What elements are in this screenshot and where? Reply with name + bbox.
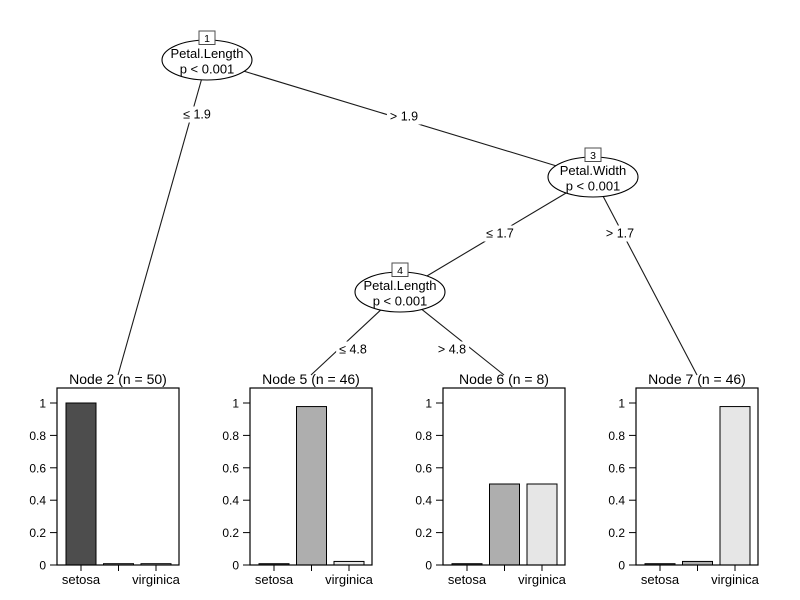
x-axis-category-label: virginica	[325, 572, 373, 587]
y-axis-tick-label: 0.6	[415, 461, 432, 475]
edge-label: ≤ 1.9	[183, 108, 211, 122]
split-node-id-box	[584, 147, 602, 162]
x-axis-category-label: virginica	[711, 572, 759, 587]
panel-title: Node 2 (n = 50)	[69, 371, 167, 387]
split-node-id: 1	[204, 33, 210, 45]
edge-label-background	[483, 225, 517, 242]
panel-title: Node 7 (n = 46)	[648, 371, 746, 387]
bar-virginica	[526, 483, 558, 566]
edge-label-background	[602, 225, 638, 242]
edge-label: > 1.7	[606, 227, 634, 241]
y-axis-tick-label: 0.8	[608, 429, 625, 443]
edge-label: ≤ 1.7	[486, 227, 514, 241]
y-axis-tick-label: 0.4	[29, 494, 46, 508]
tree-edge-line	[117, 79, 202, 376]
split-node-pvalue: p < 0.001	[180, 62, 235, 77]
edge-label-background	[434, 341, 470, 358]
split-node-id-box	[198, 30, 216, 45]
split-node-id: 3	[590, 150, 596, 162]
y-axis-tick-label: 1	[618, 397, 625, 411]
bar-setosa	[65, 402, 97, 566]
y-axis-tick-label: 0	[39, 559, 46, 573]
y-axis-tick-label: 0.4	[222, 494, 239, 508]
y-axis-tick-label: 0.4	[608, 494, 625, 508]
edge-label: ≤ 4.8	[339, 343, 367, 357]
split-node-variable: Petal.Width	[560, 163, 626, 178]
x-axis-category-label: setosa	[255, 572, 294, 587]
panel-title: Node 5 (n = 46)	[262, 371, 360, 387]
y-axis-tick-label: 0.2	[415, 526, 432, 540]
bar-virginica	[719, 406, 751, 566]
bar-versicolor	[489, 483, 520, 566]
bar-versicolor	[296, 406, 327, 566]
y-axis-tick-label: 0.8	[415, 429, 432, 443]
x-axis-category-label: setosa	[62, 572, 101, 587]
y-axis-tick-label: 0.8	[222, 429, 239, 443]
y-axis-tick-label: 1	[232, 397, 239, 411]
x-axis-category-label: virginica	[518, 572, 566, 587]
y-axis-tick-label: 0.8	[29, 429, 46, 443]
y-axis-tick-label: 0.6	[29, 461, 46, 475]
y-axis-tick-label: 0	[232, 559, 239, 573]
y-axis-tick-label: 0	[618, 559, 625, 573]
y-axis-tick-label: 0.6	[608, 461, 625, 475]
edge-label: > 1.9	[390, 110, 418, 124]
y-axis-tick-label: 0.2	[222, 526, 239, 540]
x-axis-category-label: virginica	[132, 572, 180, 587]
edge-label-background	[386, 108, 422, 125]
x-axis-category-label: setosa	[641, 572, 680, 587]
x-axis-category-label: setosa	[448, 572, 487, 587]
edge-label-background	[180, 106, 214, 123]
y-axis-tick-label: 0.6	[222, 461, 239, 475]
split-node-id: 4	[397, 265, 403, 277]
panel-title: Node 6 (n = 8)	[459, 371, 549, 387]
y-axis-tick-label: 0.2	[608, 526, 625, 540]
split-node-id-box	[391, 262, 409, 277]
split-node-pvalue: p < 0.001	[373, 294, 428, 309]
tree-edge-line	[602, 196, 698, 376]
y-axis-tick-label: 1	[39, 397, 46, 411]
split-node-pvalue: p < 0.001	[566, 179, 621, 194]
edge-label-background	[336, 341, 370, 358]
y-axis-tick-label: 0	[425, 559, 432, 573]
edge-label: > 4.8	[438, 343, 466, 357]
y-axis-tick-label: 0.4	[415, 494, 432, 508]
y-axis-tick-label: 0.2	[29, 526, 46, 540]
split-node-variable: Petal.Length	[363, 278, 436, 293]
y-axis-tick-label: 1	[425, 397, 432, 411]
split-node-variable: Petal.Length	[170, 46, 243, 61]
